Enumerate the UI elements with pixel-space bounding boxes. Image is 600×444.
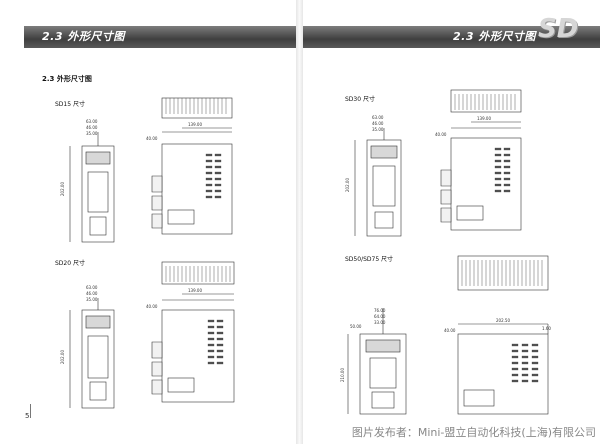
sd15-width-3: 35.00 bbox=[86, 131, 98, 136]
sd20-side: 40.00 bbox=[146, 304, 158, 309]
sd50-extra: 50.00 bbox=[350, 324, 362, 329]
sd30-depth: 139.00 bbox=[477, 116, 491, 121]
sd20-width-1: 63.00 bbox=[86, 285, 98, 290]
sd15-width-1: 63.00 bbox=[86, 119, 98, 124]
sd50-height: 210.00 bbox=[340, 368, 345, 382]
sd50-depth: 202.50 bbox=[496, 318, 510, 323]
sd50-offset: 1.60 bbox=[542, 326, 551, 331]
model-label-sd20: SD20 尺寸 bbox=[55, 260, 85, 267]
sd20-width-3: 35.00 bbox=[86, 297, 98, 302]
sd50-front-view bbox=[347, 308, 407, 415]
sd15-dimension-drawing: 63.00 46.00 35.00 139.00 40.00 202.00 bbox=[60, 97, 233, 243]
sd30-front-view bbox=[354, 128, 402, 237]
right-page bbox=[303, 0, 600, 444]
sd20-dimension-drawing: 63.00 46.00 35.00 139.00 40.00 202.00 bbox=[60, 261, 235, 409]
sd20-side-view bbox=[151, 299, 235, 403]
sd15-side-view bbox=[151, 131, 233, 235]
sd30-height: 202.00 bbox=[345, 178, 350, 192]
sd30-dimension-drawing: 63.00 46.00 35.00 139.00 40.00 202.00 bbox=[345, 89, 522, 237]
sd30-width-3: 35.00 bbox=[372, 127, 384, 132]
right-header-band bbox=[303, 26, 600, 48]
page-number-rule bbox=[30, 404, 31, 418]
publisher-caption: 图片发布者：Mini-盟立自动化科技(上海)有限公司 bbox=[351, 426, 596, 439]
sd50-side-view bbox=[457, 323, 549, 415]
left-header-band bbox=[24, 26, 296, 48]
sd50-top-view bbox=[457, 255, 549, 291]
sd50-dimension-drawing: 76.00 64.00 33.00 50.00 202.50 40.00 1.6… bbox=[340, 255, 551, 415]
sd50-width-1: 76.00 bbox=[374, 308, 386, 313]
model-label-sd50: SD50/SD75 尺寸 bbox=[345, 256, 394, 263]
sd15-side: 40.00 bbox=[146, 136, 158, 141]
model-label-sd15: SD15 尺寸 bbox=[55, 101, 85, 108]
left-header-title: 2.3 外形尺寸图 bbox=[42, 30, 125, 43]
sd15-height: 202.00 bbox=[60, 182, 65, 196]
sd30-width-1: 63.00 bbox=[372, 115, 384, 120]
sd30-side: 40.00 bbox=[435, 132, 447, 137]
sd20-width-2: 46.00 bbox=[86, 291, 98, 296]
sd20-front-view bbox=[69, 298, 115, 409]
model-label-sd30: SD30 尺寸 bbox=[345, 96, 375, 103]
right-header-title: 2.3 外形尺寸图 bbox=[453, 30, 536, 43]
page-number: 5 bbox=[25, 412, 30, 420]
brand-logo: SD bbox=[538, 14, 579, 44]
sd20-top-view bbox=[161, 261, 235, 295]
sd50-side: 40.00 bbox=[444, 328, 456, 333]
sd30-width-2: 46.00 bbox=[372, 121, 384, 126]
sd20-depth: 139.00 bbox=[188, 288, 202, 293]
sd30-top-view bbox=[450, 89, 522, 123]
sd15-width-2: 46.00 bbox=[86, 125, 98, 130]
sd20-height: 202.00 bbox=[60, 350, 65, 364]
section-title: 2.3 外形尺寸图 bbox=[42, 75, 92, 83]
sd15-front-view bbox=[69, 132, 115, 243]
sd30-side-view bbox=[440, 127, 522, 231]
page-gutter bbox=[296, 0, 303, 444]
sd15-depth: 139.00 bbox=[188, 122, 202, 127]
sd50-width-2: 64.00 bbox=[374, 314, 386, 319]
sd50-width-3: 33.00 bbox=[374, 320, 386, 325]
sd15-top-view bbox=[161, 97, 233, 129]
